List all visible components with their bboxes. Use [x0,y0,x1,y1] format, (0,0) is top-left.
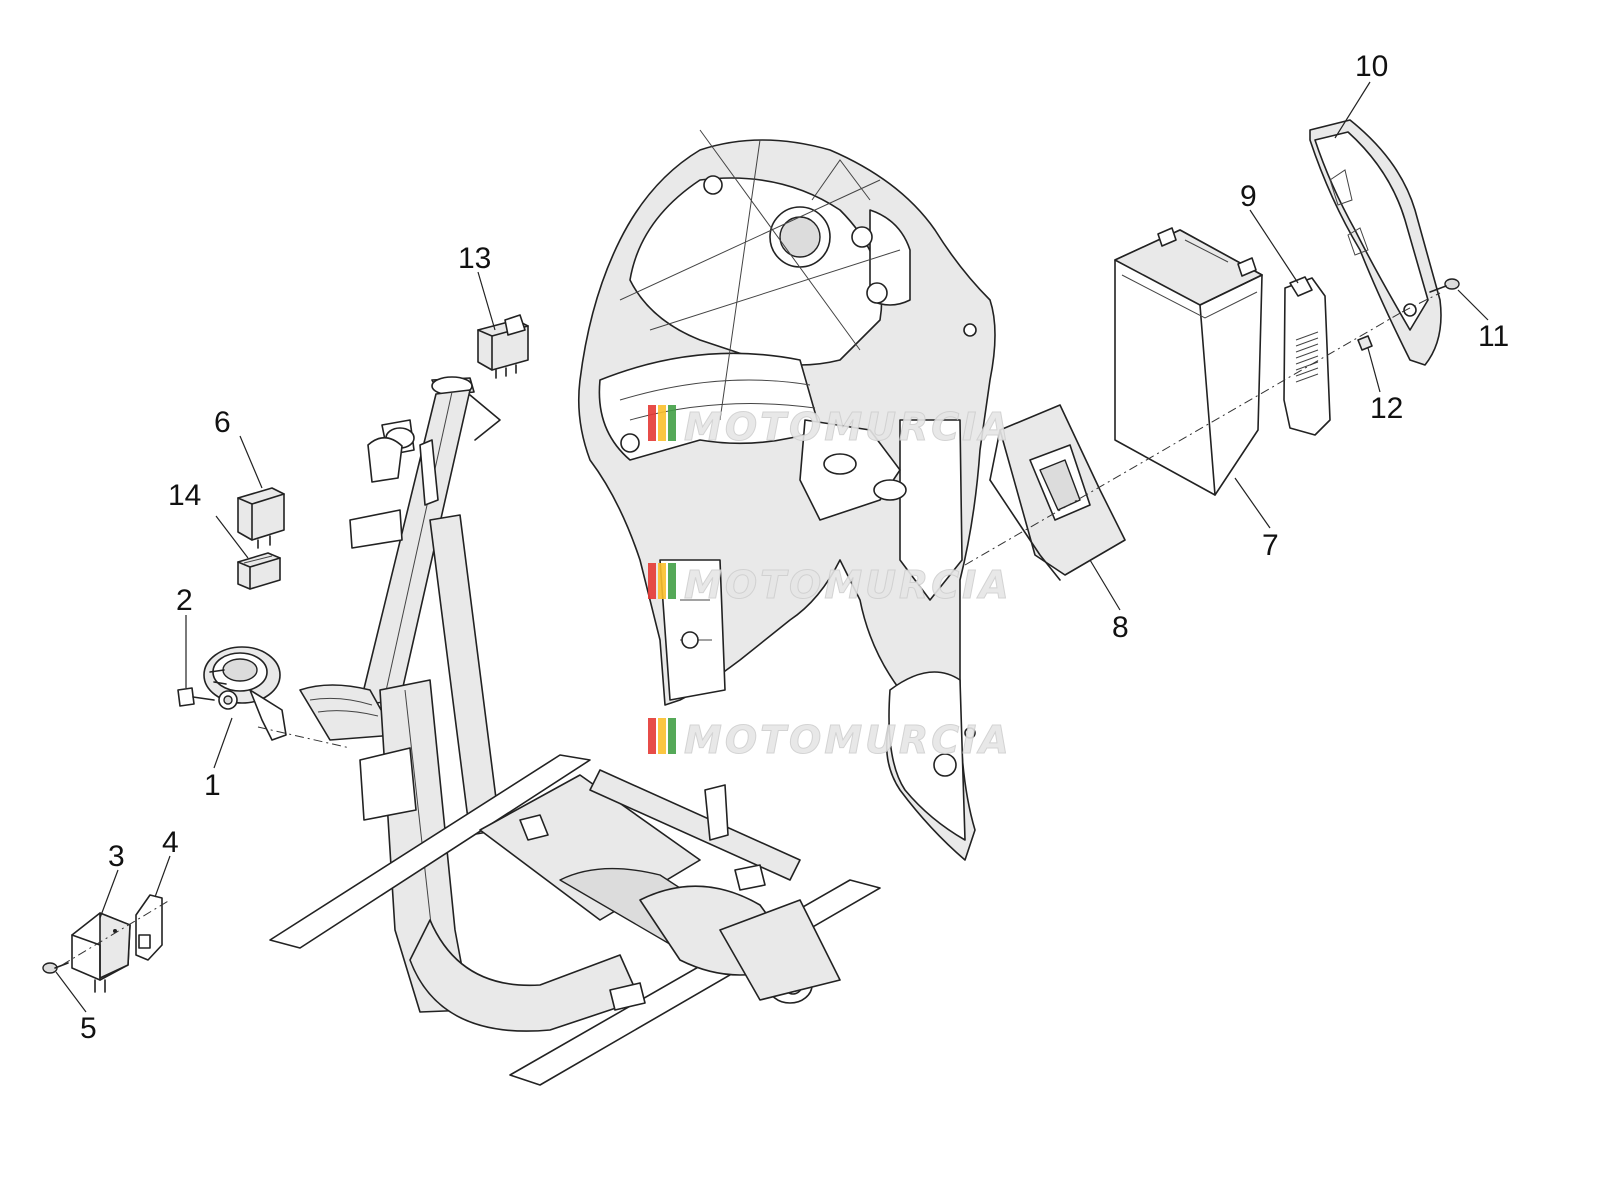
label-part-9[interactable]: 9 [1240,180,1257,213]
label-part-5[interactable]: 5 [80,1012,97,1045]
label-part-4[interactable]: 4 [162,826,179,859]
svg-text:MOTOMURCIA: MOTOMURCIA [684,718,1012,762]
label-part-11[interactable]: 11 [1478,320,1509,353]
leader-lines [55,81,1489,1013]
label-part-10[interactable]: 10 [1355,50,1388,83]
part-6-relay [237,487,285,549]
part-3-flasher-unit [71,912,131,993]
part-14-relay-holder [237,552,281,590]
watermark-middle: MOTOMURCIA [648,563,1012,608]
label-part-12[interactable]: 12 [1370,392,1403,425]
assembly-axes [61,292,1441,966]
svg-text:MOTOMURCIA: MOTOMURCIA [684,405,1012,449]
part-8-battery-tray [989,404,1126,581]
part-2-bolt [177,687,215,707]
part-5-screw [42,962,69,974]
part-labels: 1 2 3 4 5 6 7 8 9 10 11 12 13 14 [80,50,1509,1045]
leg-shield-panel [578,129,996,861]
part-12-clip-nut [1357,335,1373,351]
label-part-13[interactable]: 13 [458,242,491,275]
part-9-battery-strap [1283,276,1331,436]
label-part-14[interactable]: 14 [168,479,201,512]
label-part-7[interactable]: 7 [1262,529,1279,562]
svg-text:MOTOMURCIA: MOTOMURCIA [684,563,1012,607]
label-part-2[interactable]: 2 [176,584,193,617]
part-11-screw [1429,278,1460,293]
part-7-battery [1114,227,1263,496]
label-part-3[interactable]: 3 [108,840,125,873]
label-part-8[interactable]: 8 [1112,611,1129,644]
frame-chassis [269,376,881,1086]
watermark-bottom: MOTOMURCIA [648,718,1012,763]
part-4-bracket [135,894,163,961]
label-part-6[interactable]: 6 [214,406,231,439]
watermark-top: MOTOMURCIA [648,405,1012,450]
label-part-1[interactable]: 1 [204,769,221,802]
part-13-relay [477,314,529,379]
part-10-battery-cover [1309,119,1442,366]
part-1-horn [203,646,287,741]
